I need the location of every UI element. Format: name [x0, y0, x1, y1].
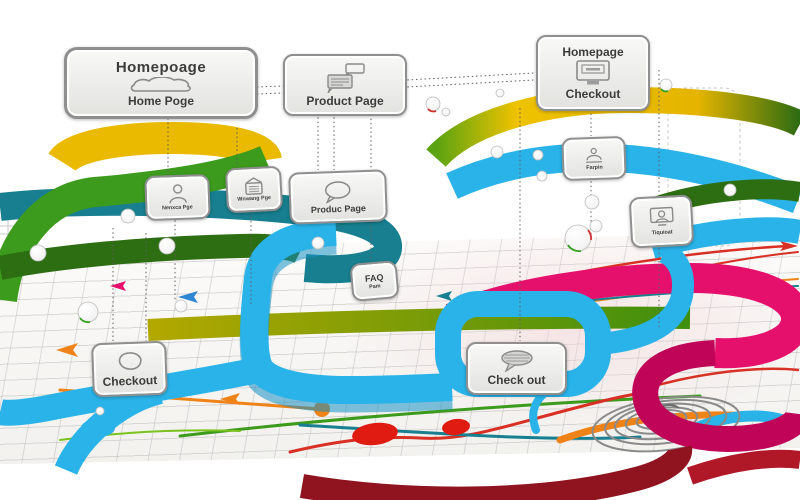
node-nexca-page: Nenxca Pge: [144, 173, 211, 222]
envelope-icon: [245, 177, 263, 196]
chat-bubble-icon: [324, 180, 351, 204]
node-label: Product Page: [306, 93, 384, 108]
node-homepage-main: Homepoage Home Poge: [64, 47, 258, 119]
monitor-icon: [576, 60, 610, 85]
node-homepage-checkout: Homepage Checkout: [536, 35, 650, 111]
node-farpin: Farpin: [561, 135, 627, 182]
node-faq: FAQ Pam: [349, 260, 400, 302]
node-label: Check out: [487, 373, 546, 387]
node-checkout-bottom: Check out: [466, 342, 567, 395]
node-checkout-left: Checkout: [91, 340, 168, 398]
node-title: FAQ: [364, 271, 384, 284]
person-icon: [168, 184, 187, 204]
node-label: Pam: [369, 283, 381, 290]
node-label: Nenxca Pge: [162, 204, 194, 212]
node-produc-page: Produc Page: [288, 169, 388, 225]
circle-bubble-icon: [118, 351, 142, 370]
node-label: Checkout: [565, 87, 621, 101]
node-wnwang-page: Wnwang Pge: [224, 165, 284, 214]
node-tiquioat: Tiquioat: [628, 194, 695, 249]
bubble-accents: [79, 88, 669, 324]
node-label: Farpin: [585, 164, 603, 171]
node-label: Checkout: [102, 372, 158, 389]
ribbon-bottom-dark-red: [299, 445, 800, 500]
node-label: Home Poge: [127, 93, 194, 108]
ribbon-cyan-structure: [0, 218, 694, 476]
chat-filled-icon: [500, 350, 533, 372]
node-title: Homepoage: [115, 58, 207, 76]
ribbons: [0, 86, 800, 500]
node-label: Wnwang Pge: [237, 195, 272, 203]
node-product-page-top: Product Page: [283, 54, 407, 116]
bubbles: [29, 78, 737, 416]
node-label: Produc Page: [310, 202, 367, 215]
cloud-icon: [130, 76, 191, 92]
chat-bubbles-icon: [327, 62, 365, 93]
bell-person-icon: [586, 147, 603, 163]
ribbon-olive-band: [147, 306, 691, 341]
node-title: Homepage: [562, 45, 624, 59]
node-label: Tiquioat: [651, 229, 673, 237]
monitor-person-icon: [649, 206, 674, 226]
